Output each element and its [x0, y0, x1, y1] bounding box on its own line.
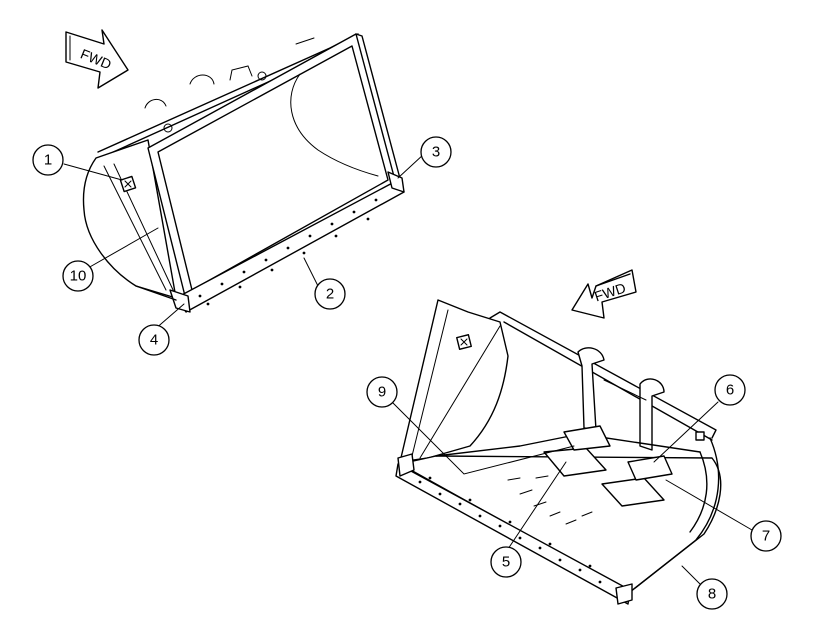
callout-5: 5 [490, 546, 522, 578]
callout-1: 1 [32, 144, 64, 176]
callout-7-label: 7 [762, 528, 770, 545]
callout-5-label: 5 [502, 554, 510, 571]
fwd-arrow-bottom-label: FWD [592, 279, 627, 304]
callout-7: 7 [750, 520, 782, 552]
callout-10-label: 10 [70, 268, 87, 285]
callout-8-label: 8 [708, 586, 716, 603]
bucket-upper [82, 33, 405, 313]
callout-3: 3 [420, 136, 452, 168]
fwd-arrow-top-label: FWD [78, 46, 114, 73]
cutting-edge-holes-lower [418, 476, 602, 584]
callout-1-label: 1 [44, 152, 52, 169]
bottom-skid-lines [507, 475, 593, 525]
callout-6: 6 [714, 374, 746, 406]
callout-6-label: 6 [726, 382, 734, 399]
callout-9: 9 [366, 376, 398, 408]
callout-4: 4 [138, 324, 170, 356]
callout-2-label: 2 [326, 286, 334, 303]
callout-8: 8 [696, 578, 728, 610]
callout-10: 10 [62, 260, 94, 292]
bucket-lower [395, 299, 722, 605]
callout-3-label: 3 [432, 144, 440, 161]
callout-2: 2 [314, 278, 346, 310]
fwd-arrow-bottom: FWD [571, 269, 637, 319]
leader-lines [63, 153, 753, 585]
fwd-arrow-top: FWD [65, 29, 129, 89]
callout-9-label: 9 [378, 384, 386, 401]
callout-4-label: 4 [150, 332, 158, 349]
cutting-edge-holes-upper [198, 198, 378, 306]
